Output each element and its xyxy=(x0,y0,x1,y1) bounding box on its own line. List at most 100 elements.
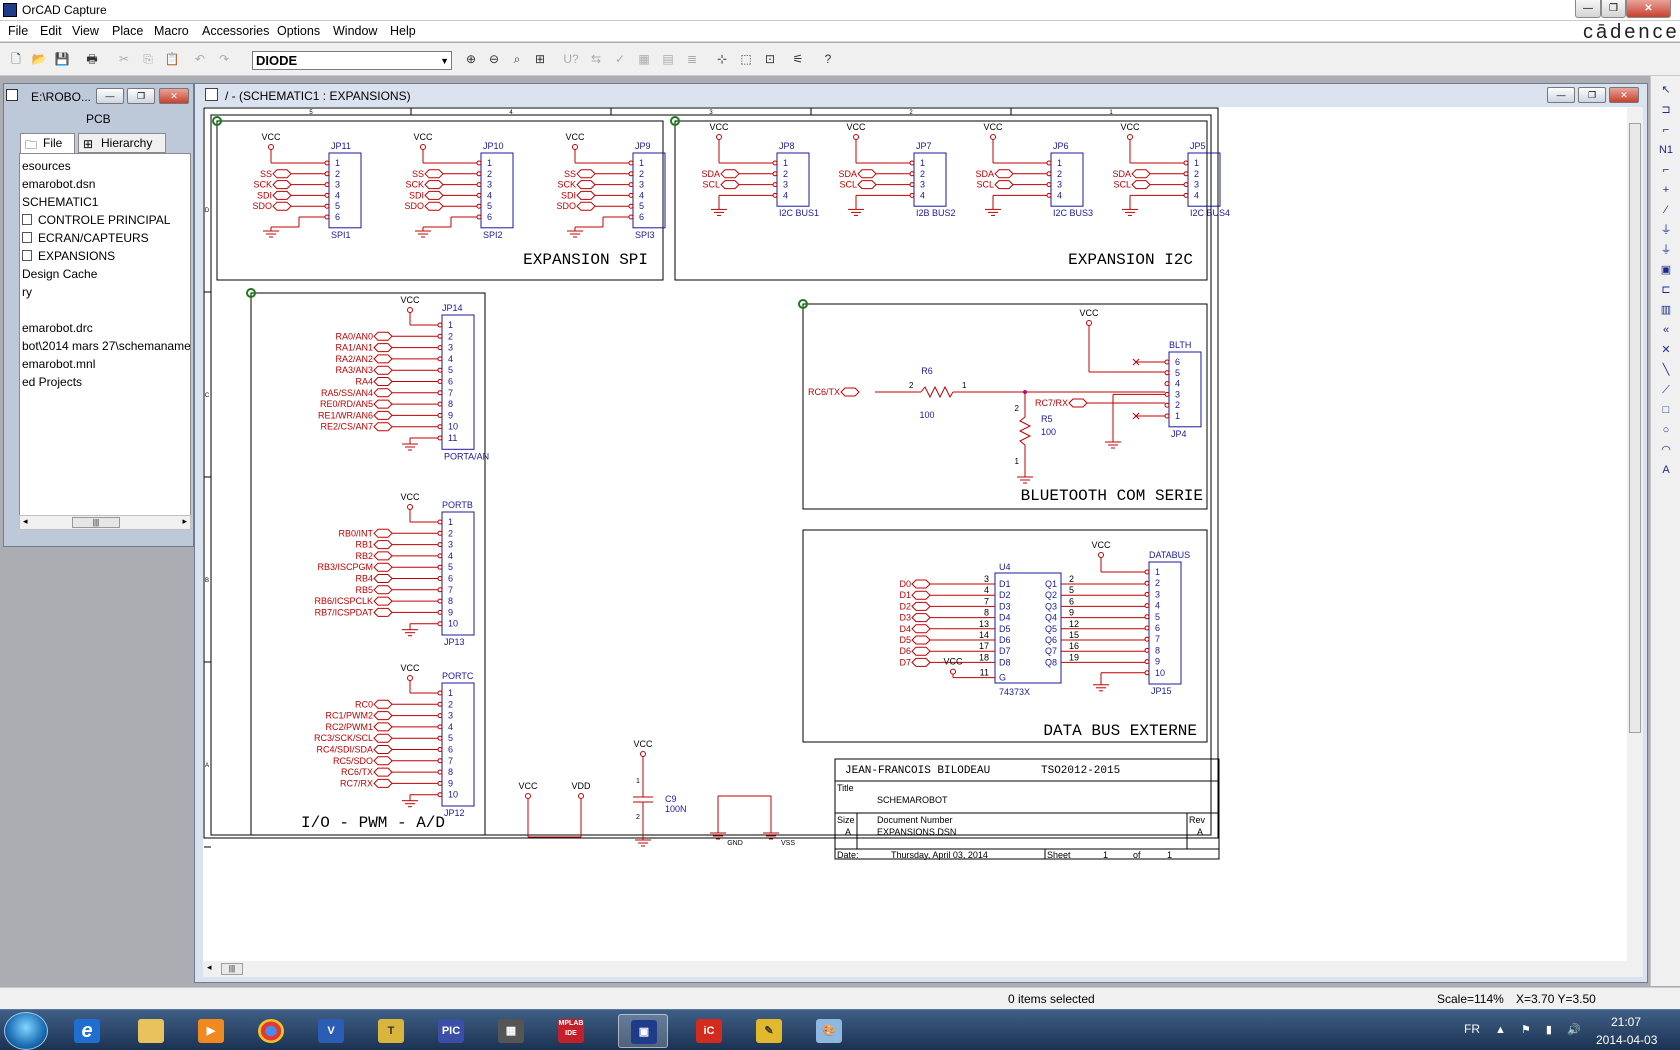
copy-icon[interactable]: ⎘ xyxy=(143,52,153,66)
taskbar-mplab-icon[interactable]: MPLAB IDE xyxy=(546,1014,596,1048)
place-junction-icon[interactable]: + xyxy=(1662,184,1670,196)
taskbar-pic-icon[interactable]: PIC xyxy=(426,1014,476,1048)
tree-node[interactable]: ry xyxy=(22,285,32,299)
schematic-vertical-scrollbar[interactable] xyxy=(1627,107,1643,967)
tree-node[interactable]: bot\2014 mars 27\schemaname xyxy=(22,339,191,353)
menu-macro[interactable]: Macro xyxy=(154,24,189,38)
tree-node-page[interactable]: ECRAN/CAPTEURS xyxy=(22,231,149,245)
tree-node[interactable]: ed Projects xyxy=(22,375,83,389)
redo-icon[interactable]: ↷ xyxy=(218,52,230,66)
tree-node[interactable]: esources xyxy=(22,159,71,173)
horizontal-scroll-thumb[interactable]: ||| xyxy=(221,963,243,975)
schematic-maximize-button[interactable]: ❐ xyxy=(1578,87,1606,103)
new-icon[interactable]: 🗋 xyxy=(11,52,21,66)
scroll-left-icon[interactable]: ◂ xyxy=(207,962,212,972)
help-icon[interactable]: ? xyxy=(824,52,832,66)
place-off-page-connector-icon[interactable]: « xyxy=(1662,324,1670,336)
taskbar-orcad-capture-active[interactable]: ▣ xyxy=(618,1014,668,1048)
tree-node[interactable]: emarobot.drc xyxy=(22,321,93,335)
window-close-button[interactable]: ✕ xyxy=(1626,0,1671,18)
scroll-left-icon[interactable]: ◂ xyxy=(23,516,28,526)
tree-node[interactable]: Design Cache xyxy=(22,267,98,281)
scroll-thumb[interactable]: ||| xyxy=(72,517,120,528)
paste-icon[interactable]: 📋 xyxy=(164,52,180,66)
schematic-horizontal-scrollbar[interactable]: ◂ ||| xyxy=(203,961,1643,977)
tree-node-page-selected[interactable]: EXPANSIONS xyxy=(22,249,115,263)
scroll-right-icon[interactable]: ▸ xyxy=(182,516,187,526)
taskbar-app-icon[interactable]: T xyxy=(366,1014,416,1048)
select-icon[interactable]: ↖ xyxy=(1661,84,1671,96)
place-ground-icon[interactable]: ⏚ xyxy=(1660,244,1672,256)
taskbar-chrome-icon[interactable] xyxy=(246,1014,296,1048)
chevron-down-icon[interactable]: ▼ xyxy=(440,56,449,66)
menu-window[interactable]: Window xyxy=(333,24,378,38)
taskbar-internet-explorer[interactable]: e xyxy=(62,1014,112,1048)
part-search-combo[interactable]: DIODE ▼ xyxy=(252,51,452,70)
place-power-icon[interactable]: ⏚ xyxy=(1660,224,1672,236)
place-port-icon[interactable]: ⊏ xyxy=(1661,284,1671,296)
place-rectangle-icon[interactable]: □ xyxy=(1662,404,1670,416)
project-horizontal-scrollbar[interactable]: ◂ ||| ▸ xyxy=(19,515,191,530)
bill-of-materials-icon[interactable]: ≣ xyxy=(686,52,698,66)
zoom-area-icon[interactable]: ⌕ xyxy=(513,52,521,66)
place-text-icon[interactable]: A xyxy=(1662,464,1670,476)
keyboard-language[interactable]: FR xyxy=(1464,1022,1480,1036)
place-wire-icon[interactable]: ⌐ xyxy=(1662,124,1670,136)
taskbar-app-icon[interactable]: V xyxy=(306,1014,356,1048)
taskbar-explorer-folder-icon[interactable] xyxy=(126,1014,176,1048)
tray-icons[interactable]: ▲ ⚑ ▮ 🔊 xyxy=(1495,1024,1587,1036)
area-select-icon[interactable]: ⬚ xyxy=(740,52,752,66)
place-bus-icon[interactable]: ⌐ xyxy=(1662,164,1670,176)
zoom-in-icon[interactable]: ⊕ xyxy=(465,52,477,66)
back-annotate-icon[interactable]: ⇆ xyxy=(590,52,602,66)
drag-connected-icon[interactable]: ⊡ xyxy=(764,52,776,66)
project-maximize-button[interactable]: ❐ xyxy=(127,88,155,104)
zoom-out-icon[interactable]: ⊖ xyxy=(488,52,500,66)
taskbar-calculator-icon[interactable]: ▦ xyxy=(486,1014,536,1048)
taskbar-app-icon[interactable]: ✎ xyxy=(744,1014,794,1048)
schematic-minimize-button[interactable]: — xyxy=(1547,87,1575,103)
project-minimize-button[interactable]: — xyxy=(96,88,124,104)
snap-to-grid-icon[interactable]: ⊹ xyxy=(716,52,728,66)
print-icon[interactable]: 🖶 xyxy=(86,52,98,66)
window-minimize-button[interactable]: — xyxy=(1575,0,1601,18)
place-arc-icon[interactable]: ◠ xyxy=(1661,444,1671,456)
save-icon[interactable]: 💾 xyxy=(54,52,70,66)
clock-date[interactable]: 2014-04-03 xyxy=(1596,1033,1658,1047)
tree-node[interactable]: emarobot.dsn xyxy=(22,177,96,191)
cross-reference-icon[interactable]: ▤ xyxy=(662,52,674,66)
annotate-icon[interactable]: U? xyxy=(563,52,579,66)
tree-node[interactable]: emarobot.mnl xyxy=(22,357,96,371)
place-ellipse-icon[interactable]: ○ xyxy=(1662,424,1670,436)
start-button[interactable] xyxy=(4,1012,48,1050)
place-hierarchical-block-icon[interactable]: ▣ xyxy=(1660,264,1672,276)
cut-icon[interactable]: ✂ xyxy=(118,52,130,66)
project-manager-icon[interactable]: ⚟ xyxy=(792,52,804,66)
menu-place[interactable]: Place xyxy=(112,24,144,38)
menu-accessories[interactable]: Accessories xyxy=(202,24,270,38)
place-part-icon[interactable]: ⊐ xyxy=(1661,104,1671,116)
tree-node-page[interactable]: CONTROLE PRINCIPAL xyxy=(22,213,170,227)
tab-hierarchy[interactable]: ⊞ Hierarchy xyxy=(78,133,166,153)
place-net-alias-icon[interactable]: N1 xyxy=(1658,144,1674,156)
place-line-icon[interactable]: ╲ xyxy=(1662,364,1670,376)
netlist-icon[interactable]: ▦ xyxy=(638,52,650,66)
zoom-all-icon[interactable]: ⊞ xyxy=(534,52,546,66)
drc-icon[interactable]: ✓ xyxy=(614,52,626,66)
menu-view[interactable]: View xyxy=(72,24,99,38)
open-folder-icon[interactable]: 📂 xyxy=(31,52,47,66)
menu-options[interactable]: Options xyxy=(277,24,321,38)
menu-edit[interactable]: Edit xyxy=(40,24,62,38)
menu-help[interactable]: Help xyxy=(390,24,416,38)
place-polyline-icon[interactable]: ⟋ xyxy=(1662,384,1670,396)
clock-time[interactable]: 21:07 xyxy=(1611,1015,1642,1029)
undo-icon[interactable]: ↶ xyxy=(194,52,206,66)
tab-file[interactable]: 🗀 File xyxy=(20,133,75,153)
place-no-connect-icon[interactable]: ✕ xyxy=(1661,344,1671,356)
taskbar-app-icon[interactable]: iC xyxy=(684,1014,734,1048)
taskbar-paint-icon[interactable]: 🎨 xyxy=(804,1014,854,1048)
place-bus-entry-icon[interactable]: ⁄ xyxy=(1665,204,1667,216)
vertical-scroll-thumb[interactable] xyxy=(1629,123,1641,733)
